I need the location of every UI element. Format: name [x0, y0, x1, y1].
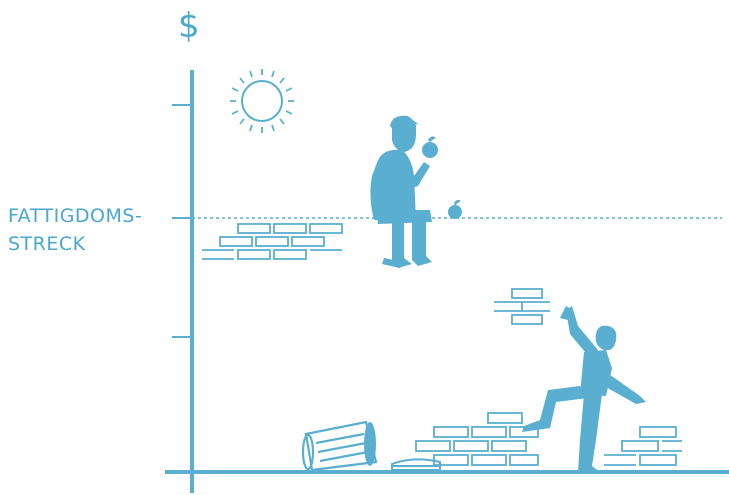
sun-icon — [230, 69, 294, 133]
trash-can-icon — [301, 420, 378, 472]
apple-icon — [448, 199, 462, 219]
poverty-line-label-line2: STRECK — [8, 233, 86, 255]
y-axis-dollar-symbol: $ — [178, 6, 200, 46]
brick-wall-icon — [604, 426, 682, 466]
brick-wall-icon — [415, 412, 539, 466]
brick-wall-icon — [202, 223, 343, 260]
brick-wall-icon — [494, 288, 550, 325]
poverty-line-label-line1: FATTIGDOMS- — [8, 205, 143, 227]
trash-lid-icon — [391, 458, 441, 471]
axes — [165, 70, 729, 493]
sitting-person-icon — [370, 115, 438, 268]
climbing-person-icon — [522, 306, 646, 472]
